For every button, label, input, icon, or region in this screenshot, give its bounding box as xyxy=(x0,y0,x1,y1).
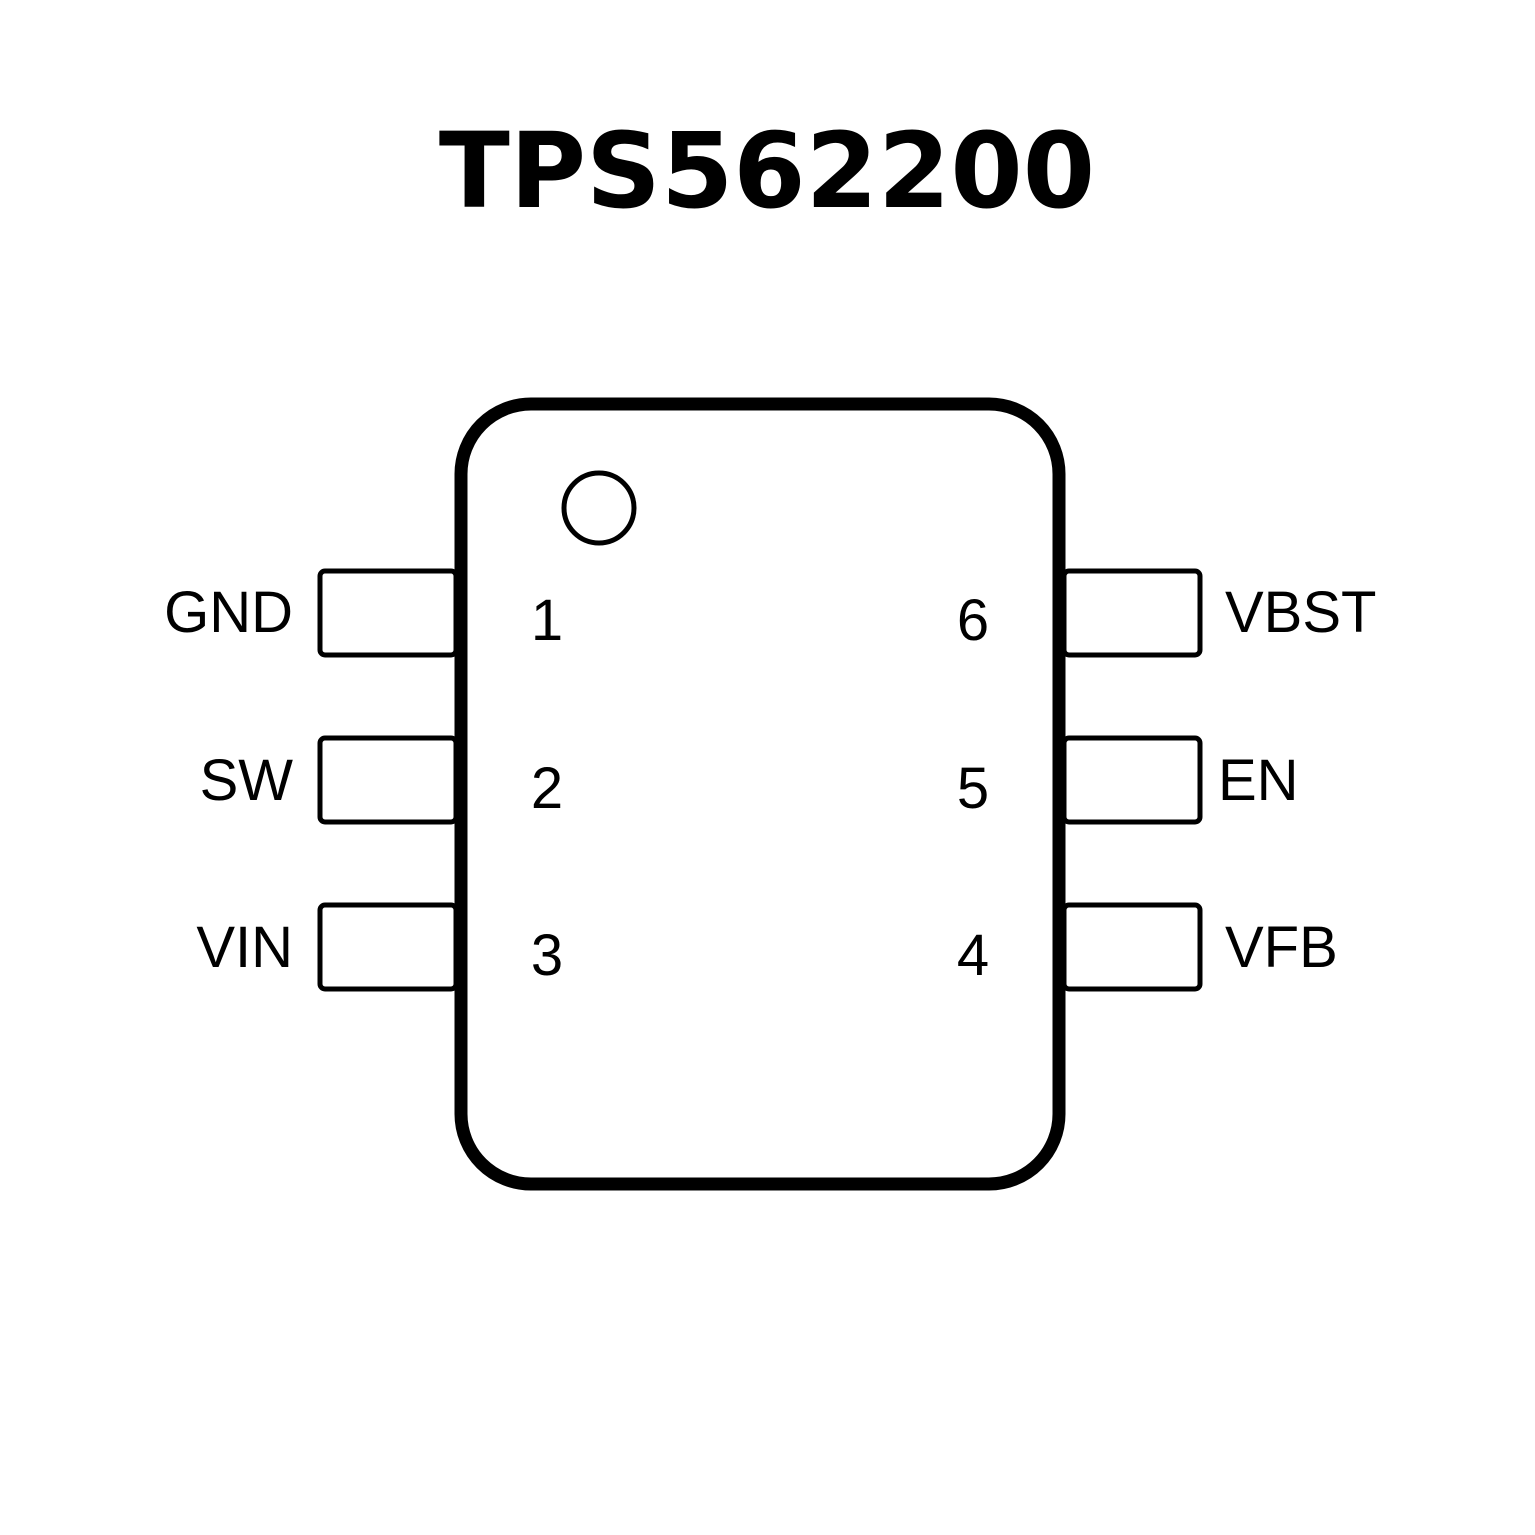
pin-5-number: 5 xyxy=(957,756,989,821)
chip-body xyxy=(454,397,1066,1191)
pin-4-number: 4 xyxy=(957,923,989,988)
pin-6-pad xyxy=(1061,568,1203,658)
pin-4-pad xyxy=(1061,902,1203,992)
pin-6-name: VBST xyxy=(1225,580,1377,645)
pin-3-name: VIN xyxy=(196,915,293,980)
chip-title: TPS562200 xyxy=(439,110,1095,232)
pin-2-number: 2 xyxy=(531,756,563,821)
pin-1-name: GND xyxy=(164,580,293,645)
pin-3-pad xyxy=(317,902,459,992)
pin-4-name: VFB xyxy=(1225,915,1338,980)
pin-2-pad xyxy=(317,735,459,825)
pin-1-number: 1 xyxy=(531,588,563,653)
pin-1-pad xyxy=(317,568,459,658)
pin1-marker-dot xyxy=(561,470,637,546)
pin-5-name: EN xyxy=(1218,748,1299,813)
pin-2-name: SW xyxy=(200,748,294,813)
pin-6-number: 6 xyxy=(957,588,989,653)
pin-3-number: 3 xyxy=(531,923,563,988)
pin-5-pad xyxy=(1061,735,1203,825)
